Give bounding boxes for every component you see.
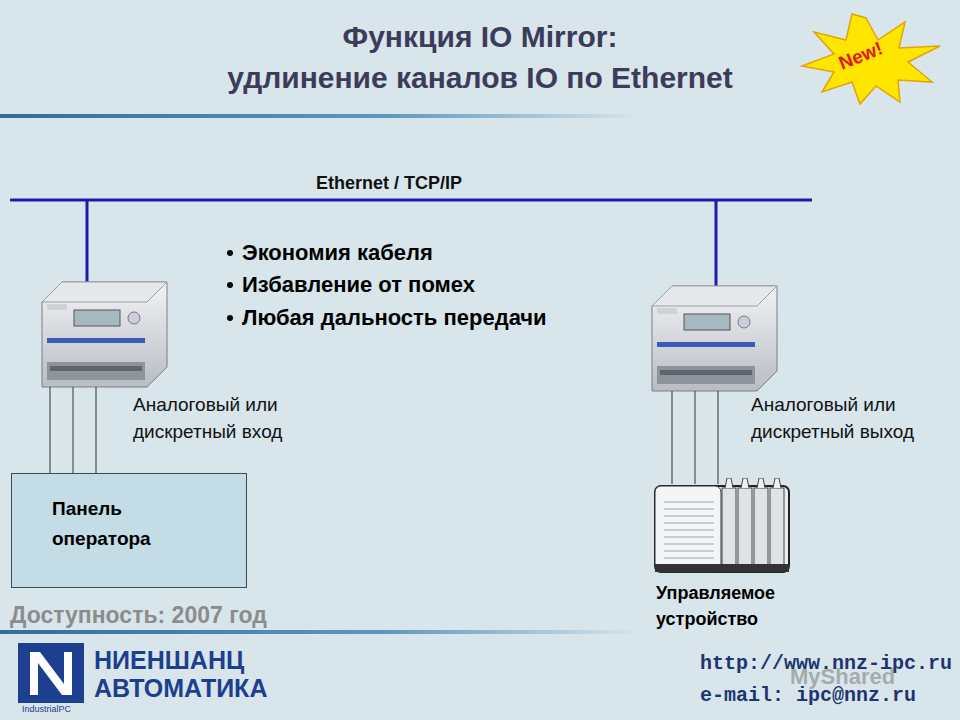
io-wires — [50, 387, 718, 484]
benefit: Избавление от помех — [242, 272, 475, 298]
bus-label: Ethernet / TCP/IP — [312, 172, 466, 194]
logo-caption: IndustrialPC — [22, 704, 71, 715]
company-name: АВТОМАТИКА — [94, 673, 267, 703]
spacer — [660, 16, 810, 54]
ethernet-bus — [10, 199, 812, 202]
company-name: НИЕНШАНЦ — [94, 645, 244, 675]
iologik-device — [652, 286, 777, 391]
bullet-dots — [227, 250, 233, 321]
bus-drop — [86, 200, 89, 286]
new-starburst — [802, 14, 940, 104]
io-label: Аналоговый или дискретный выход — [751, 391, 951, 445]
benefit: Экономия кабеля — [242, 240, 433, 266]
footer-rule — [0, 630, 640, 634]
plc-picture — [652, 478, 792, 574]
node-text: Панель оператора — [12, 474, 202, 554]
company-logo — [18, 643, 84, 703]
operator-panel: Панель оператора — [11, 473, 247, 588]
iologik-device — [42, 282, 167, 387]
benefit: Любая дальность передачи — [242, 305, 547, 331]
watermark: MyShared — [790, 664, 895, 690]
title: Функция IO Mirror: удлинение каналов IO … — [227, 20, 733, 94]
controlled-device: Управляемое устройство — [652, 478, 802, 632]
node-text: Управляемое устройство — [652, 574, 801, 632]
title-block: Функция IO Mirror: удлинение каналов IO … — [150, 16, 810, 98]
availability-note: Доступность: 2007 год — [10, 601, 267, 629]
bus-drop — [715, 200, 718, 290]
io-label: Аналоговый или дискретный вход — [133, 391, 318, 445]
spacer — [150, 16, 300, 54]
title-rule — [0, 114, 640, 118]
